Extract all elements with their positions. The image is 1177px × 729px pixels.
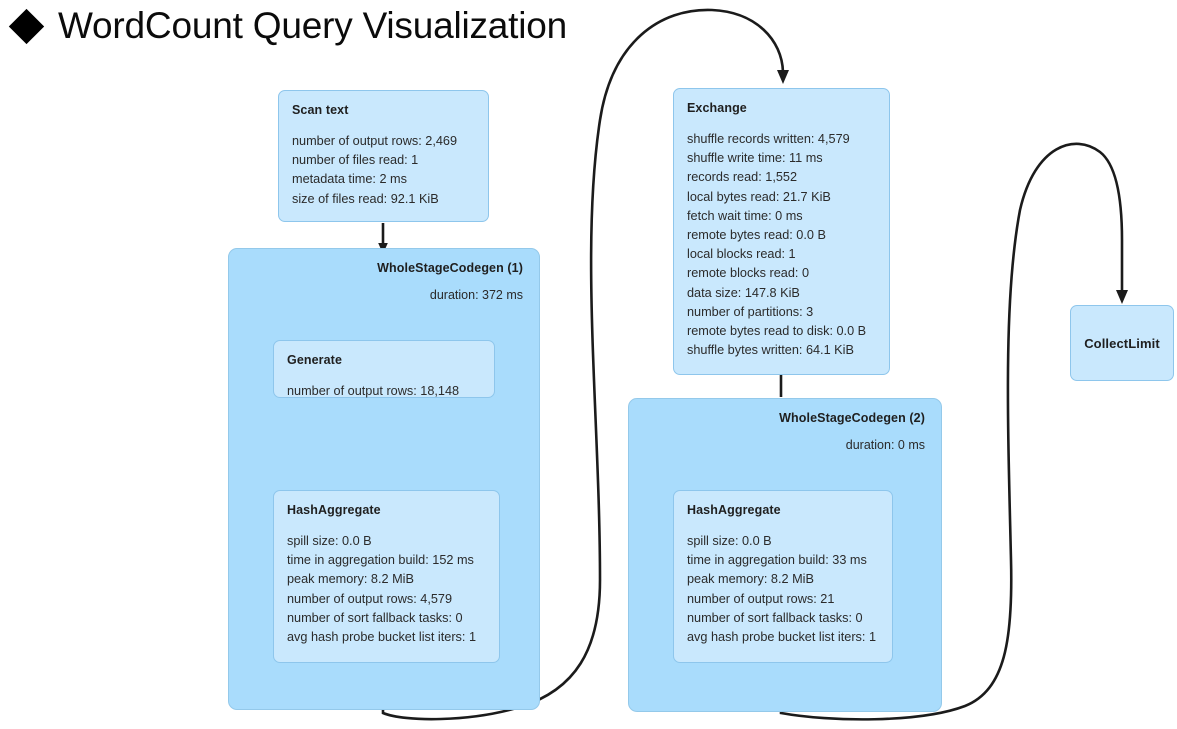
node-exchange-title: Exchange xyxy=(687,101,747,115)
node-scan-text[interactable]: Scan text number of output rows: 2,469 n… xyxy=(278,90,489,222)
cluster-wholestagecodegen-1-title: WholeStageCodegen (1) xyxy=(377,261,523,275)
metric-row: shuffle write time: 11 ms xyxy=(687,151,823,166)
metric-row: avg hash probe bucket list iters: 1 xyxy=(287,630,477,645)
metric-row: time in aggregation build: 33 ms xyxy=(687,553,867,568)
node-hashaggregate-2-metrics: spill size: 0.0 B time in aggregation bu… xyxy=(687,532,879,647)
node-hashaggregate-1-title: HashAggregate xyxy=(287,503,381,517)
metric-row: spill size: 0.0 B xyxy=(687,534,772,548)
node-exchange-metrics: shuffle records written: 4,579 shuffle w… xyxy=(687,130,876,360)
node-generate-metrics: number of output rows: 18,148 xyxy=(287,382,481,401)
page-title: WordCount Query Visualization xyxy=(8,4,567,48)
node-hashaggregate-2-title: HashAggregate xyxy=(687,503,781,517)
cluster-wholestagecodegen-2-label: WholeStageCodegen (2) duration: 0 ms xyxy=(779,411,925,452)
metric-row: remote blocks read: 0 xyxy=(687,266,809,281)
node-scan-text-title: Scan text xyxy=(292,103,349,117)
node-generate-title: Generate xyxy=(287,353,342,367)
metric-row: local blocks read: 1 xyxy=(687,247,796,262)
node-hashaggregate-2[interactable]: HashAggregate spill size: 0.0 B time in … xyxy=(673,490,893,663)
metric-row: number of output rows: 18,148 xyxy=(287,384,460,398)
metric-row: remote bytes read to disk: 0.0 B xyxy=(687,324,867,339)
page-title-text: WordCount Query Visualization xyxy=(58,5,568,46)
cluster-wholestagecodegen-1-label: WholeStageCodegen (1) duration: 372 ms xyxy=(377,261,523,302)
metric-row: number of partitions: 3 xyxy=(687,304,814,319)
metric-row: number of sort fallback tasks: 0 xyxy=(287,610,463,625)
metric-row: records read: 1,552 xyxy=(687,170,798,185)
node-scan-text-metrics: number of output rows: 2,469 number of f… xyxy=(292,132,475,209)
metric-row: spill size: 0.0 B xyxy=(287,534,372,548)
cluster-wholestagecodegen-2-duration: duration: 0 ms xyxy=(845,438,925,452)
metric-row: peak memory: 8.2 MiB xyxy=(287,572,414,587)
metric-row: shuffle bytes written: 64.1 KiB xyxy=(687,343,854,358)
metric-row: time in aggregation build: 152 ms xyxy=(287,553,474,568)
metric-row: size of files read: 92.1 KiB xyxy=(292,191,439,206)
node-hashaggregate-1-metrics: spill size: 0.0 B time in aggregation bu… xyxy=(287,532,486,647)
metric-row: number of files read: 1 xyxy=(292,153,419,168)
node-generate[interactable]: Generate number of output rows: 18,148 xyxy=(273,340,495,398)
metric-row: avg hash probe bucket list iters: 1 xyxy=(687,630,877,645)
metric-row: number of output rows: 21 xyxy=(687,591,835,606)
node-exchange[interactable]: Exchange shuffle records written: 4,579 … xyxy=(673,88,890,375)
node-collectlimit[interactable]: CollectLimit xyxy=(1070,305,1174,381)
node-hashaggregate-1[interactable]: HashAggregate spill size: 0.0 B time in … xyxy=(273,490,500,663)
metric-row: local bytes read: 21.7 KiB xyxy=(687,189,831,204)
metric-row: number of output rows: 4,579 xyxy=(287,591,453,606)
diamond-bullet-icon xyxy=(8,8,44,44)
cluster-wholestagecodegen-1-duration: duration: 372 ms xyxy=(429,288,523,302)
metric-row: number of sort fallback tasks: 0 xyxy=(687,610,863,625)
metric-row: peak memory: 8.2 MiB xyxy=(687,572,814,587)
cluster-wholestagecodegen-2-title: WholeStageCodegen (2) xyxy=(779,411,925,425)
metric-row: data size: 147.8 KiB xyxy=(687,285,800,300)
metric-row: metadata time: 2 ms xyxy=(292,172,407,187)
node-collectlimit-title: CollectLimit xyxy=(1084,335,1160,351)
metric-row: shuffle records written: 4,579 xyxy=(687,132,850,146)
metric-row: remote bytes read: 0.0 B xyxy=(687,228,826,243)
metric-row: fetch wait time: 0 ms xyxy=(687,208,803,223)
metric-row: number of output rows: 2,469 xyxy=(292,134,458,148)
